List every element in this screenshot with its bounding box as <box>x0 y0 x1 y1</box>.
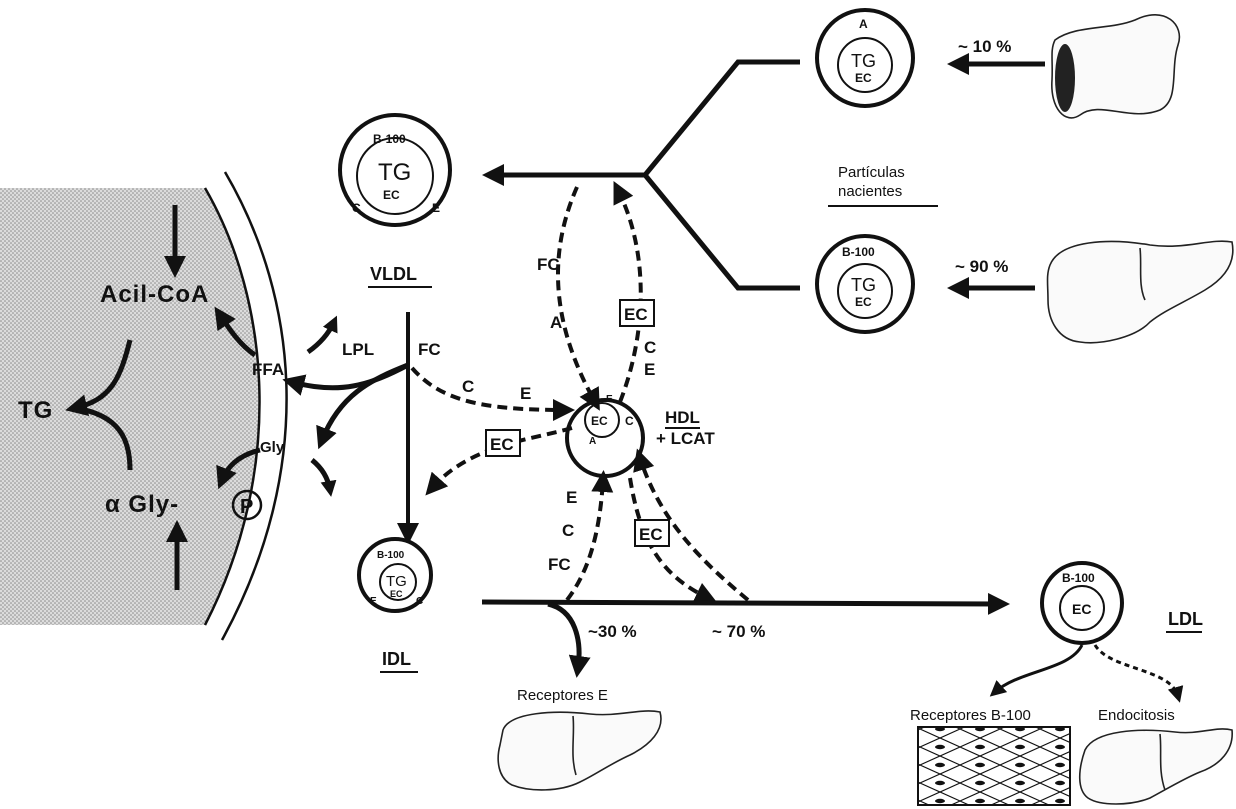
ldl-b100: B-100 <box>1062 571 1095 585</box>
arrow-dashed-vldl-to-hdl <box>558 187 595 402</box>
exchange-arrows: FC A EC C E C E EC E C FC EC <box>412 187 748 600</box>
ex-fc-low: FC <box>548 555 571 574</box>
hdl-ec: EC <box>591 414 608 428</box>
vldl-tg: TG <box>378 159 411 186</box>
receptors-b100-group: Receptores B-100 <box>910 707 1070 805</box>
hdl-name: HDL <box>665 408 700 427</box>
fc-label-lpl: FC <box>418 340 441 359</box>
hdl-lcat: + LCAT <box>656 429 715 448</box>
lipolysis-area: FFA Gly LPL FC <box>252 322 441 490</box>
liver-icon-endocitosis <box>1080 729 1232 804</box>
vldl-particle: B-100 TG EC C E VLDL <box>340 115 450 287</box>
endocitosis-group: Endocitosis <box>1080 707 1232 804</box>
intestine-particle: A TG EC ~ 10 % <box>817 10 1179 118</box>
ffa-label: FFA <box>252 360 284 379</box>
liver-particle: B-100 TG EC ~ 90 % <box>817 236 1233 343</box>
intestine-particle-a: A <box>859 17 868 31</box>
idl-c: C <box>416 596 423 607</box>
acilcoa-label: Acil-CoA <box>100 281 209 308</box>
ex-a-top: A <box>550 313 562 332</box>
ldl-particle: B-100 EC LDL <box>1042 563 1203 643</box>
ex-fc-top: FC <box>537 255 560 274</box>
intestine-particle-tg: TG <box>851 51 876 71</box>
hdl-e: E <box>606 394 613 405</box>
agly-label: α Gly- <box>105 491 179 518</box>
hdl-c: C <box>625 414 634 428</box>
vldl-b100: B-100 <box>373 132 406 146</box>
arrow-idl-to-ldl <box>482 602 1000 604</box>
arrow-lpl-to-gly <box>322 365 408 440</box>
receptors-b100-label: Receptores B-100 <box>910 707 1031 724</box>
nascent-label: Partículas nacientes <box>828 164 938 206</box>
receptors-e-group: Receptores E <box>498 687 661 790</box>
nascent-branch-lines <box>645 62 800 288</box>
phosphate-label: P <box>240 496 253 518</box>
endocitosis-label: Endocitosis <box>1098 707 1175 724</box>
liver-particle-ec: EC <box>855 295 872 309</box>
arrow-ldl-to-receptors-b100 <box>995 645 1082 692</box>
pct-30: ~30 % <box>588 622 637 641</box>
intestine-lumen <box>1055 44 1075 112</box>
hdl-particle: EC E A C HDL + LCAT <box>567 394 715 476</box>
liver-pct: ~ 90 % <box>955 257 1008 276</box>
vldl-ec: EC <box>383 188 400 202</box>
arrow-ldl-to-endocitosis <box>1095 645 1178 696</box>
vldl-name: VLDL <box>370 264 417 284</box>
pct-70: ~ 70 % <box>712 622 765 641</box>
ex-ec-up: EC <box>624 305 648 324</box>
muscle-tissue-icon <box>918 727 1070 805</box>
idl-tg: TG <box>386 573 407 590</box>
hdl-a: A <box>589 436 596 447</box>
adipose-cell: Acil-CoA TG α Gly- P <box>0 172 287 640</box>
ex-c-low: C <box>562 521 574 540</box>
receptors-e-label: Receptores E <box>517 687 608 704</box>
liver-icon-receptors-e <box>498 711 661 790</box>
arrow-gly-out <box>312 460 330 490</box>
vldl-c: C <box>352 201 361 215</box>
ex-e-low: E <box>566 488 577 507</box>
ex-e-up: E <box>644 360 655 379</box>
tg-label: TG <box>18 397 53 424</box>
intestine-particle-ec: EC <box>855 71 872 85</box>
liver-particle-tg: TG <box>851 275 876 295</box>
intestine-pct: ~ 10 % <box>958 37 1011 56</box>
idl-e: E <box>370 596 377 607</box>
arrow-dashed-lpl-to-hdl <box>412 368 565 410</box>
ex-c-mid: C <box>462 377 474 396</box>
arrow-dashed-hdl-to-vldl <box>618 190 641 402</box>
arrow-lpl-to-ffa <box>292 365 408 388</box>
ex-ec-left: EC <box>490 435 514 454</box>
nascent-line2: nacientes <box>838 183 902 200</box>
ex-c-up: C <box>644 338 656 357</box>
idl-particle: B-100 TG EC E C IDL <box>359 539 431 672</box>
liver-particle-b100: B-100 <box>842 245 875 259</box>
ex-e-mid: E <box>520 384 531 403</box>
gly-label: Gly <box>260 439 285 456</box>
arrow-idl-to-receptors-e <box>548 604 579 668</box>
ldl-ec: EC <box>1072 601 1091 617</box>
nascent-line1: Partículas <box>838 164 905 181</box>
idl-b100: B-100 <box>377 550 405 561</box>
lpl-label: LPL <box>342 340 374 359</box>
ldl-name: LDL <box>1168 609 1203 629</box>
idl-name: IDL <box>382 649 411 669</box>
idl-ec: EC <box>390 589 403 599</box>
ex-ec-low: EC <box>639 525 663 544</box>
arrow-ffa-out <box>308 322 334 352</box>
vldl-e: E <box>432 201 440 215</box>
